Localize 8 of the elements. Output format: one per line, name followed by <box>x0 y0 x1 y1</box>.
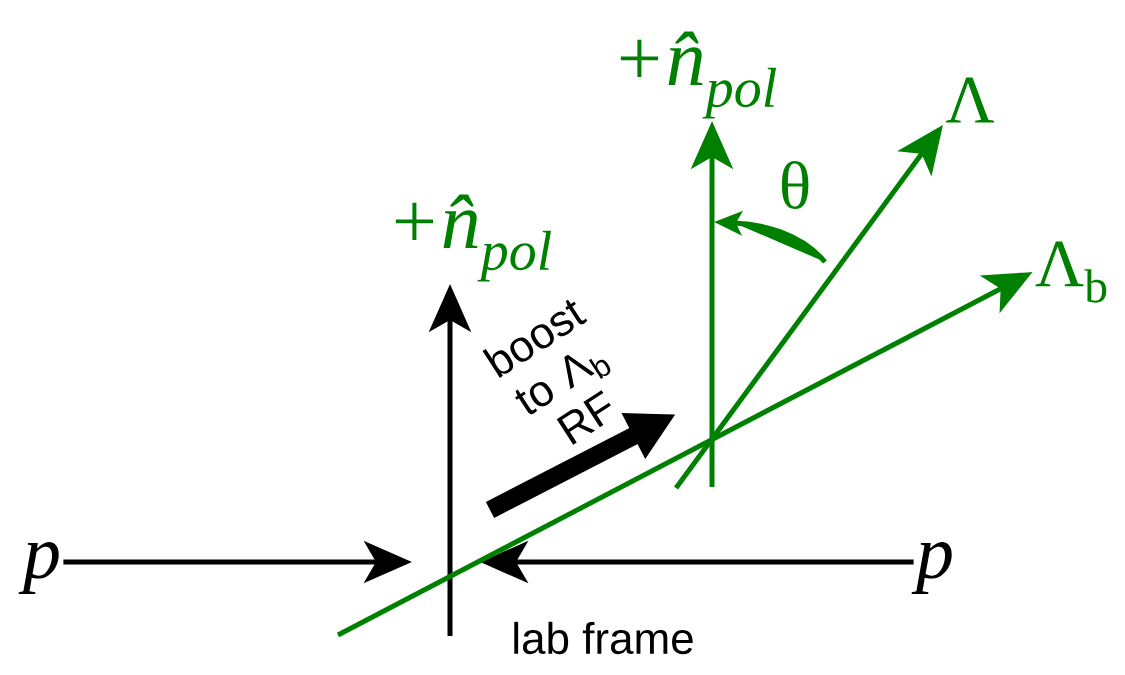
symbol-label: +n̂$_{pol}$ <box>620 31 777 119</box>
symbol-label: p <box>18 542 59 594</box>
symbol-label: +n̂$_{pol}$ <box>395 194 552 282</box>
symbol-label: p <box>911 542 952 594</box>
symbol-label: Λ <box>946 77 994 123</box>
symbol-label: Λ$_{b}$ <box>1035 241 1107 303</box>
text-label: lab frame <box>514 621 693 655</box>
text-label: θ <box>781 160 809 210</box>
